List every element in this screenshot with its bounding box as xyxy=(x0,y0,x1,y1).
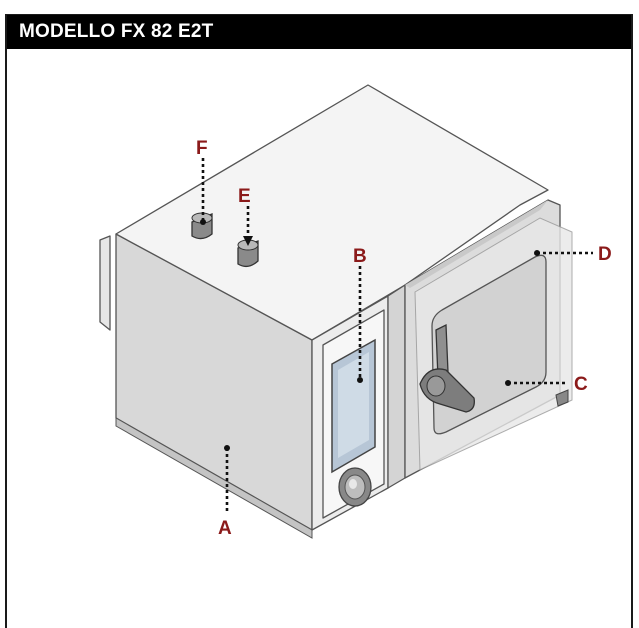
control-knob xyxy=(338,467,372,507)
door-handle xyxy=(419,323,475,413)
model-title: MODELLO FX 82 E2T xyxy=(7,15,631,49)
rear-panel xyxy=(99,235,111,331)
label-e: E xyxy=(238,186,251,207)
label-d: D xyxy=(598,244,612,265)
label-f: F xyxy=(196,138,208,159)
label-a: A xyxy=(218,518,232,539)
connector-f xyxy=(191,212,213,240)
label-c: C xyxy=(574,374,588,395)
label-b: B xyxy=(353,246,367,267)
